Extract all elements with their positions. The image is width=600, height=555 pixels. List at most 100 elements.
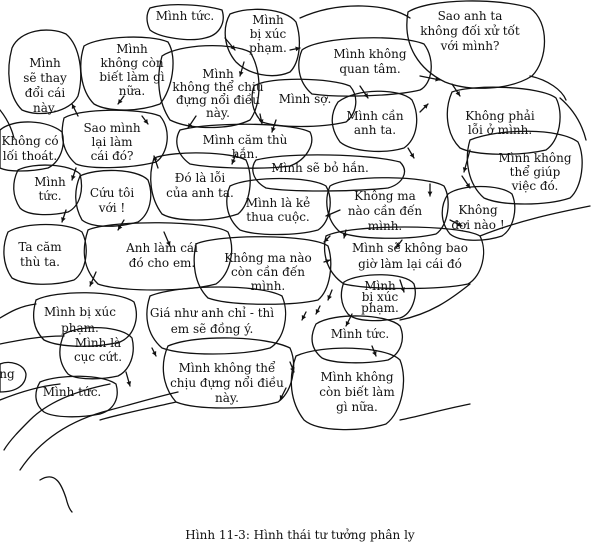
cell-line: anh ta.: [354, 123, 396, 137]
cell-outline: [326, 177, 449, 239]
cell-label: ng: [0, 367, 15, 381]
cell-outline: [224, 8, 301, 77]
cell-outline: [331, 90, 418, 152]
cell-line: Mình không: [498, 151, 571, 165]
cell-line: sẽ thay: [23, 71, 67, 85]
cell-outline: [146, 286, 287, 355]
arrowhead: [271, 127, 276, 132]
cell-outline: [340, 274, 416, 322]
arrowhead: [295, 46, 300, 52]
arrows: [61, 37, 471, 401]
cell-line: đựng nổi điều: [176, 92, 260, 107]
arrowhead: [71, 175, 76, 180]
cell-line: mình.: [251, 279, 286, 293]
cell-line: thể giúp: [510, 164, 561, 179]
cell-line: cục cứt.: [74, 350, 122, 364]
cell-line: Sao anh ta: [438, 9, 503, 23]
cell-line: Không phải: [465, 109, 535, 123]
arrowhead: [143, 119, 148, 124]
arrowhead: [465, 183, 470, 188]
cell-line: Không ma nào: [224, 251, 312, 265]
cell-line: Mình tức.: [156, 9, 214, 23]
cell-outline: [251, 78, 357, 128]
arrowhead: [427, 191, 433, 196]
arrowhead: [435, 76, 440, 82]
border-stroke: [479, 205, 591, 237]
arrowhead: [258, 119, 264, 124]
cell-outline: [35, 375, 118, 418]
cell-line: giờ làm lại cái đó: [358, 257, 462, 271]
cell-line: còn biết làm: [319, 384, 395, 399]
cell-line: lối thoát.: [3, 148, 57, 163]
cell-outline: [32, 292, 137, 347]
cell-line: bị xúc: [362, 290, 399, 304]
cell-line: Giá như anh chỉ - thì: [150, 306, 274, 320]
cell-outline: [466, 130, 583, 205]
border-stroke: [0, 335, 65, 345]
cell-outline: [3, 223, 87, 285]
cell-outline: [193, 236, 332, 305]
cell-line: này.: [215, 391, 239, 405]
cell-outline: [8, 29, 82, 115]
cell-line: phạm.: [361, 301, 399, 315]
cell-line: Mình không: [333, 47, 406, 61]
cell-line: này.: [206, 106, 230, 120]
cell-outline: [158, 44, 260, 129]
cell-outline: [146, 4, 224, 41]
cell-label: Mình sẽ bỏ hắn.: [271, 160, 369, 175]
arrowhead: [345, 321, 351, 326]
cell-outline: [323, 226, 485, 290]
cell-outline: [298, 37, 432, 97]
cell-line: Mình là: [75, 336, 121, 350]
cell-line: lại làm: [91, 135, 133, 149]
cell-line: gì nữa.: [336, 400, 378, 414]
arrowhead: [423, 104, 428, 109]
border-stroke: [19, 391, 179, 471]
arrowhead: [279, 395, 285, 400]
arrowhead: [118, 225, 123, 230]
cell-line: ng: [0, 367, 15, 381]
cell-line: Không ma: [354, 189, 416, 203]
border-stroke: [529, 75, 567, 101]
arrowhead: [231, 159, 236, 164]
border-stroke: [399, 403, 471, 421]
cell-line: của anh ta.: [166, 186, 234, 200]
border-stroke: [0, 383, 61, 401]
cell-line: đó cho em.: [129, 256, 196, 270]
cell-line: lỗi ở mình.: [468, 122, 532, 137]
cell-outline: [441, 185, 516, 241]
cell-line: Mình căm thù: [203, 133, 288, 147]
cell-line: Mình sẽ không bao: [352, 241, 468, 255]
arrowhead: [230, 45, 235, 50]
cell-line: Cứu tôi: [90, 186, 135, 200]
cell-outline: [176, 123, 313, 169]
arrowhead: [326, 212, 331, 217]
cell-line: Mình: [364, 279, 396, 293]
cell-outline: [13, 164, 83, 216]
cell-line: nào cần đến: [348, 203, 423, 218]
cell-line: Anh làm cái: [125, 241, 198, 255]
cell-line: Ta căm: [18, 240, 62, 254]
cell-outline: [226, 177, 331, 236]
cell-line: thù ta.: [20, 255, 60, 269]
cell-line: Mình là kẻ: [246, 196, 311, 210]
cell-line: chịu đựng nổi điều: [170, 375, 284, 390]
cell-line: Không: [458, 203, 498, 217]
cell-line: Không có: [1, 134, 58, 148]
arrowhead: [71, 104, 77, 109]
cell-label: Mình tức.: [43, 385, 101, 399]
cell-line: em sẽ đồng ý.: [171, 321, 254, 336]
